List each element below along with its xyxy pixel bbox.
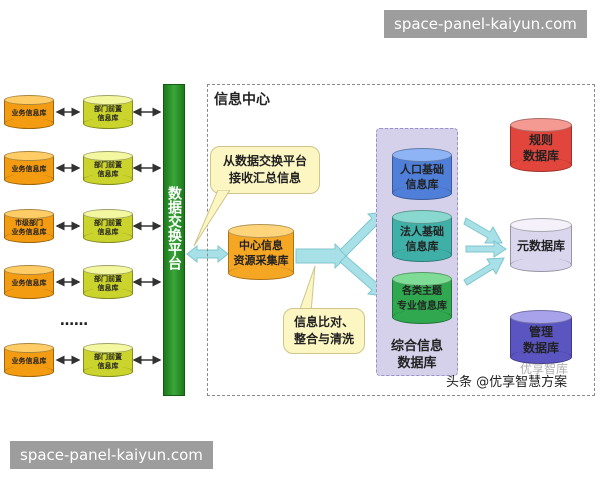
source-db-label: 业务信息库 bbox=[11, 357, 47, 365]
front-db-3: 部门前置 信息库 bbox=[83, 209, 133, 243]
rules-db: 规则 数据库 bbox=[510, 118, 572, 172]
source-db-5: 业务信息库 bbox=[4, 343, 54, 377]
integrated-to-right-arrows bbox=[463, 217, 507, 286]
source-front-arrows bbox=[55, 107, 81, 365]
exchange-platform-label: 数据交换平台 bbox=[166, 186, 182, 270]
watermark-top: space-panel-kaiyun.com bbox=[384, 10, 587, 38]
front-db-label: 部门前置 信息库 bbox=[94, 105, 122, 122]
source-db-label: 业务信息库 bbox=[11, 109, 47, 117]
front-db-label: 部门前置 信息库 bbox=[94, 161, 122, 178]
management-db: 管理 数据库 bbox=[510, 310, 572, 364]
front-db-4: 部门前置 信息库 bbox=[83, 265, 133, 299]
center-to-integrated-arrows bbox=[295, 211, 385, 297]
topic-db: 各类主题 专业信息库 bbox=[392, 272, 452, 324]
front-db-5: 部门前置 信息库 bbox=[83, 343, 133, 377]
front-db-1: 部门前置 信息库 bbox=[83, 95, 133, 129]
integrated-db-label: 综合信息 数据库 bbox=[390, 339, 443, 371]
front-db-2: 部门前置 信息库 bbox=[83, 151, 133, 185]
credit-watermark: 优享智库 bbox=[520, 362, 569, 376]
info-center-title: 信息中心 bbox=[214, 92, 270, 108]
source-db-1: 业务信息库 bbox=[4, 95, 54, 129]
callout-clean: 信息比对、 整合与清洗 bbox=[283, 308, 365, 354]
front-db-label: 部门前置 信息库 bbox=[94, 353, 122, 370]
callout-clean-pointer bbox=[298, 265, 316, 313]
source-db-4: 业务信息库 bbox=[4, 265, 54, 299]
source-db-3: 市级部门 业务信息库 bbox=[4, 209, 54, 243]
rules-db-label: 规则 数据库 bbox=[522, 133, 559, 163]
management-db-label: 管理 数据库 bbox=[522, 325, 559, 355]
topic-db-label: 各类主题 专业信息库 bbox=[397, 286, 447, 312]
legal-entity-db: 法人基础 信息库 bbox=[392, 210, 452, 262]
callout-collect-pointer bbox=[193, 190, 231, 247]
front-exchange-arrows bbox=[132, 107, 162, 365]
center-collection-db-label: 中心信息 资源采集库 bbox=[233, 239, 289, 267]
ellipsis: …… bbox=[60, 313, 88, 329]
front-db-label: 部门前置 信息库 bbox=[94, 275, 122, 292]
population-db-label: 人口基础 信息库 bbox=[400, 163, 444, 191]
metadata-db: 元数据库 bbox=[510, 218, 572, 272]
front-db-label: 部门前置 信息库 bbox=[94, 219, 122, 236]
source-db-label: 业务信息库 bbox=[11, 279, 47, 287]
info-center-frame bbox=[207, 84, 595, 396]
source-db-2: 业务信息库 bbox=[4, 151, 54, 185]
metadata-db-label: 元数据库 bbox=[516, 239, 565, 253]
exchange-platform-bar bbox=[163, 84, 185, 396]
center-collection-db: 中心信息 资源采集库 bbox=[228, 224, 294, 280]
callout-collect: 从数据交换平台 接收汇总信息 bbox=[210, 146, 320, 194]
watermark-bottom: space-panel-kaiyun.com bbox=[10, 441, 213, 469]
population-db: 人口基础 信息库 bbox=[392, 148, 452, 200]
source-db-label: 业务信息库 bbox=[11, 165, 47, 173]
credit-text: 头条 @优享智慧方案 bbox=[446, 375, 568, 390]
source-db-label: 市级部门 业务信息库 bbox=[11, 219, 47, 236]
legal-entity-db-label: 法人基础 信息库 bbox=[400, 225, 444, 253]
